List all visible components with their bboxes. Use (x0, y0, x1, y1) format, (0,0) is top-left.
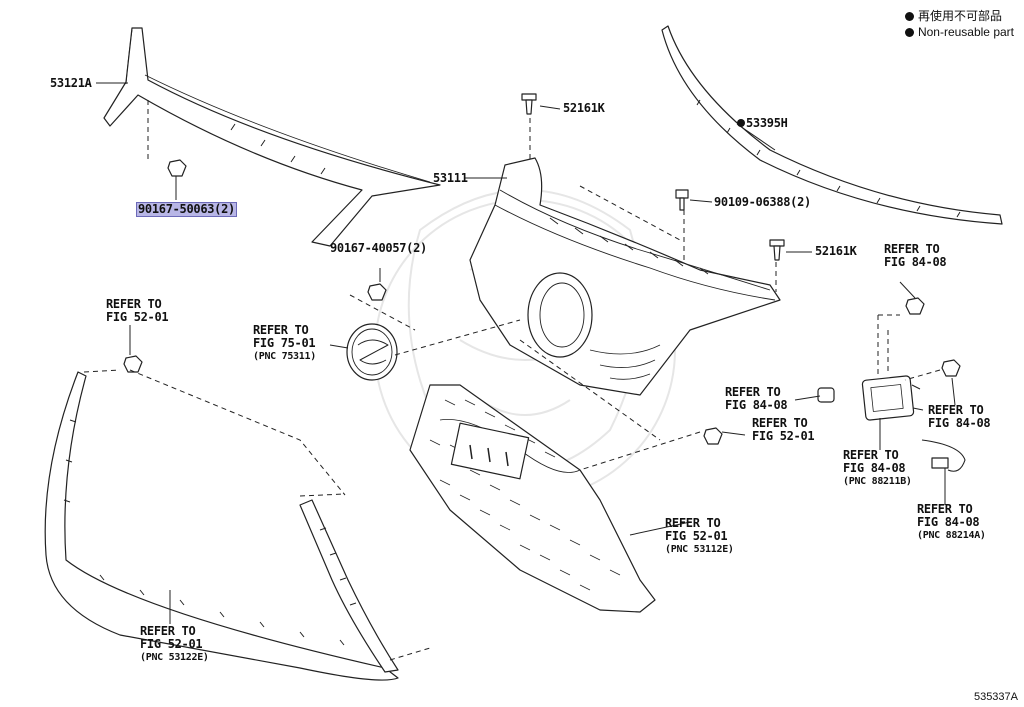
label-90167-50063-highlighted[interactable]: 90167-50063(2) (136, 202, 237, 217)
refer-pnc: (PNC 88211B) (843, 476, 912, 487)
label-53111[interactable]: 53111 (433, 171, 468, 185)
legend-row-en: Non-reusable part (904, 24, 1014, 40)
refer-fig-52-01-grille[interactable]: REFER TO FIG 52-01 (PNC 53112E) (665, 517, 734, 556)
refer-line-2: FIG 52-01 (665, 529, 728, 543)
bolt-90109-06388[interactable] (675, 189, 689, 211)
refer-line-1: REFER TO (725, 385, 781, 399)
refer-line-2: FIG 52-01 (752, 429, 815, 443)
refer-line-1: REFER TO (843, 448, 899, 462)
refer-fig-84-08-grommet[interactable]: REFER TO FIG 84-08 (725, 385, 788, 412)
clip-84-08-a[interactable] (905, 297, 925, 315)
grille-frame-53111[interactable] (469, 157, 781, 396)
upper-trim-strip-53121A[interactable] (103, 27, 441, 247)
label-90167-40057[interactable]: 90167-40057(2) (330, 241, 427, 255)
clip-52161K-right[interactable] (769, 239, 785, 261)
refer-fig-84-08-top[interactable]: REFER TO FIG 84-08 (884, 242, 947, 269)
legend-jp-text: 再使用不可部品 (917, 9, 1002, 23)
refer-fig-52-01-left[interactable]: REFER TO FIG 52-01 (106, 297, 169, 324)
refer-fig-52-01-bottom[interactable]: REFER TO FIG 52-01 (PNC 53122E) (140, 625, 209, 664)
non-reusable-dot-icon (737, 119, 745, 127)
label-90109-06388[interactable]: 90109-06388(2) (714, 195, 811, 209)
label-53395H-text: 53395H (746, 116, 788, 130)
label-52161K-right[interactable]: 52161K (815, 244, 857, 258)
grommet-84-08-b[interactable] (817, 387, 835, 403)
refer-line-2: FIG 84-08 (725, 398, 788, 412)
clip-52161K-top[interactable] (521, 93, 537, 115)
clip-52-01-mid[interactable] (703, 427, 723, 445)
refer-fig-75-01[interactable]: REFER TO FIG 75-01 (PNC 75311) (253, 324, 316, 363)
non-reusable-dot-icon (904, 27, 914, 37)
refer-fig-84-08-wire[interactable]: REFER TO FIG 84-08 (PNC 88214A) (917, 503, 986, 542)
lower-grille-mesh[interactable] (409, 384, 656, 613)
label-53395H[interactable]: 53395H (737, 117, 788, 130)
refer-line-2: FIG 75-01 (253, 336, 316, 350)
refer-line-2: FIG 84-08 (928, 416, 991, 430)
refer-line-1: REFER TO (917, 502, 973, 516)
refer-line-1: REFER TO (665, 516, 721, 530)
clip-90167-40057[interactable] (367, 283, 387, 301)
label-52161K-top[interactable]: 52161K (563, 101, 605, 115)
clip-52-01-left[interactable] (123, 355, 143, 373)
wire-88214A[interactable] (921, 439, 966, 472)
refer-line-1: REFER TO (253, 323, 309, 337)
refer-pnc: (PNC 53112E) (665, 544, 734, 555)
refer-pnc: (PNC 75311) (253, 351, 316, 362)
refer-line-2: FIG 84-08 (917, 515, 980, 529)
non-reusable-dot-icon (904, 11, 914, 21)
refer-fig-84-08-sensor[interactable]: REFER TO FIG 84-08 (PNC 88211B) (843, 449, 912, 488)
legend-row-jp: 再使用不可部品 (904, 8, 1014, 24)
label-53121A[interactable]: 53121A (50, 76, 92, 90)
assembly-dashed-lines (83, 100, 941, 661)
refer-line-1: REFER TO (752, 416, 808, 430)
refer-line-2: FIG 84-08 (884, 255, 947, 269)
refer-pnc: (PNC 53122E) (140, 652, 209, 663)
refer-line-2: FIG 52-01 (106, 310, 169, 324)
sensor-88211B[interactable] (861, 375, 924, 421)
refer-fig-84-08-clip[interactable]: REFER TO FIG 84-08 (928, 403, 991, 430)
refer-pnc: (PNC 88214A) (917, 530, 986, 541)
right-molding-53395H[interactable] (661, 25, 1003, 225)
refer-fig-52-01-mid[interactable]: REFER TO FIG 52-01 (752, 416, 815, 443)
refer-line-1: REFER TO (884, 242, 940, 256)
clip-84-08-c[interactable] (941, 359, 961, 377)
refer-line-1: REFER TO (928, 403, 984, 417)
refer-line-2: FIG 84-08 (843, 461, 906, 475)
front-emblem-75311[interactable] (346, 323, 398, 381)
refer-line-1: REFER TO (106, 297, 162, 311)
leader-lines (96, 82, 956, 624)
figure-code: 535337A (973, 691, 1018, 703)
lower-bumper-trim-53122E[interactable] (44, 371, 399, 681)
legend: 再使用不可部品 Non-reusable part (904, 8, 1014, 40)
clip-90167-50063[interactable] (167, 159, 187, 186)
refer-line-2: FIG 52-01 (140, 637, 203, 651)
refer-line-1: REFER TO (140, 624, 196, 638)
legend-en-text: Non-reusable part (917, 25, 1014, 39)
